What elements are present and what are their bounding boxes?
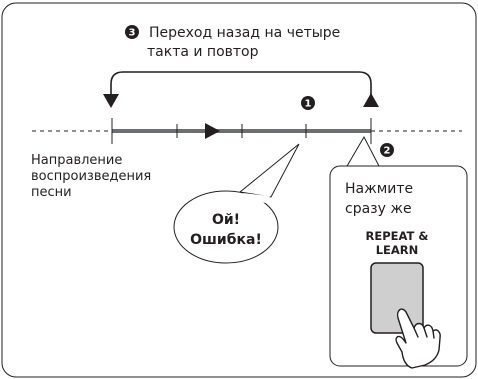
- step-2-marker: 2: [380, 143, 394, 157]
- button-body[interactable]: [370, 262, 424, 334]
- up-arrow-icon: [363, 93, 379, 107]
- button-label-line1: REPEAT &: [366, 229, 429, 243]
- callout-line1: Нажмите: [345, 181, 413, 197]
- step-2-number: 2: [384, 146, 391, 157]
- play-direction-icon: [205, 123, 220, 139]
- direction-line2: воспроизведения: [31, 169, 151, 184]
- step-1-badge: [301, 96, 315, 110]
- jump-back-arc: [103, 71, 379, 108]
- step-3-number: 3: [129, 28, 136, 39]
- repeat-learn-button[interactable]: REPEAT & LEARN: [366, 229, 429, 334]
- error-line1: Ой!: [212, 212, 240, 228]
- step-3-label: 3 Переход назад на четыре такта и повтор: [125, 25, 340, 60]
- callout-line2: сразу же: [345, 201, 412, 217]
- measure-ticks: [111, 118, 372, 144]
- step-1-number: 1: [305, 99, 312, 110]
- error-speech-bubble: Ой! Ошибка!: [173, 143, 300, 264]
- step-3-text-line1: Переход назад на четыре: [149, 25, 340, 41]
- song-timeline: [32, 118, 462, 144]
- direction-line1: Направление: [31, 153, 122, 168]
- error-line2: Ошибка!: [190, 232, 262, 248]
- step-3-badge: [125, 25, 139, 39]
- playback-direction-label: Направление воспроизведения песни: [31, 153, 151, 200]
- step-2-badge: [380, 143, 394, 157]
- button-label-line2: LEARN: [376, 243, 419, 257]
- step-1-marker: 1: [301, 96, 315, 110]
- pressing-hand-icon: [395, 308, 441, 369]
- down-arrow-icon: [103, 94, 119, 108]
- step-3-text-line2: такта и повтор: [147, 44, 259, 60]
- direction-line3: песни: [31, 185, 72, 200]
